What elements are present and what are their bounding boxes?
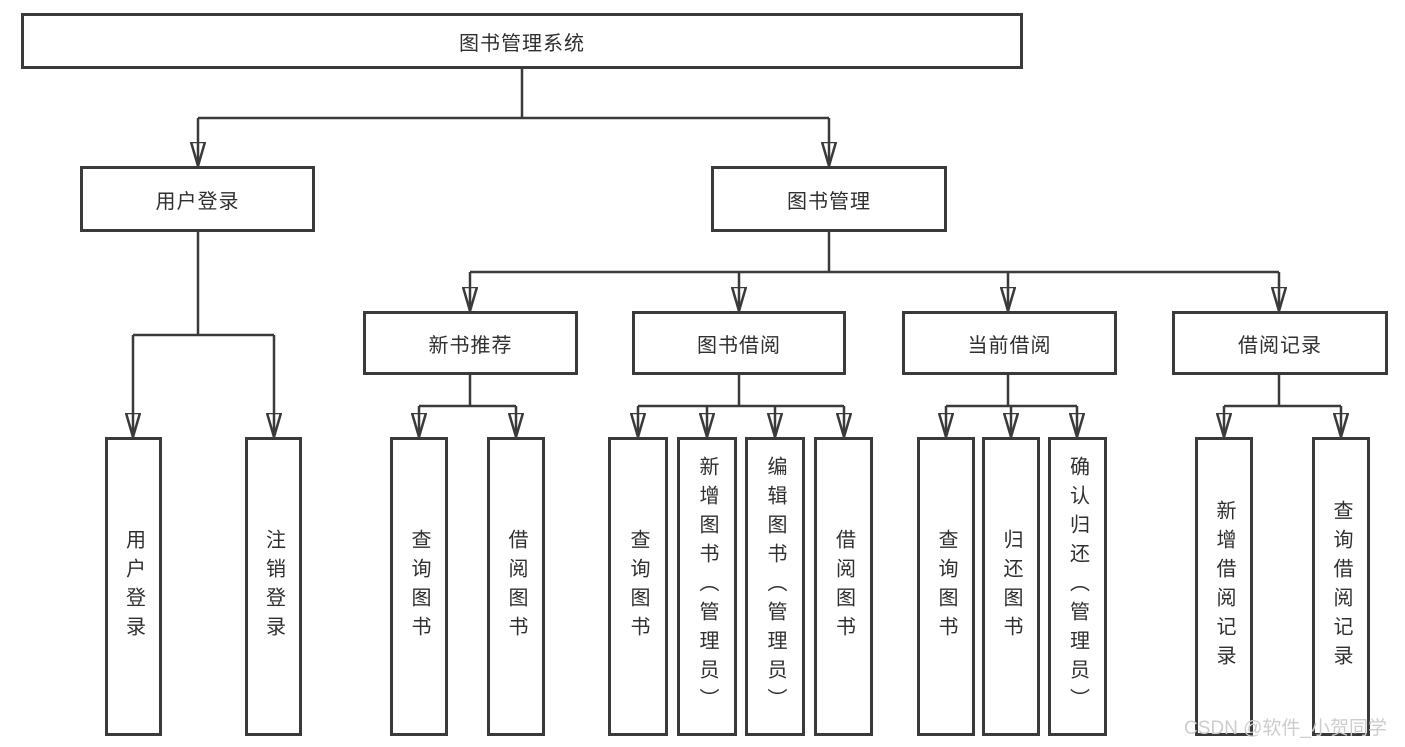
leaf-current-query-books: 查询图书 [917, 437, 975, 736]
leaf-current-confirm-return-admin: 确认归还（管理员） [1048, 437, 1107, 736]
node-label: 新书推荐 [428, 334, 513, 357]
node-label: 当前借阅 [967, 334, 1052, 357]
node-label: 借阅记录 [1238, 334, 1322, 357]
leaf-user-login: 用户登录 [105, 437, 162, 736]
leaf-current-return-books: 归还图书 [982, 437, 1040, 736]
node-label: 确认归还（管理员） [1066, 456, 1089, 717]
node-label: 查询图书 [627, 528, 649, 645]
node-label: 注销登录 [262, 528, 285, 645]
csdn-watermark: CSDN @软件_小贺同学 [1184, 718, 1387, 739]
node-label: 用户登录 [122, 528, 145, 645]
node-label: 新增借阅记录 [1213, 499, 1235, 674]
leaf-recommend-query-books: 查询图书 [390, 437, 448, 736]
node-user-login: 用户登录 [80, 166, 315, 232]
leaf-records-add-record: 新增借阅记录 [1195, 437, 1253, 736]
node-label: 编辑图书（管理员） [764, 456, 786, 717]
node-label: 用户登录 [155, 190, 240, 213]
node-label: 查询图书 [408, 528, 430, 645]
leaf-logout: 注销登录 [245, 437, 302, 736]
node-current-borrow: 当前借阅 [902, 311, 1117, 375]
node-label: 归还图书 [1000, 528, 1022, 645]
node-new-book-recommend: 新书推荐 [363, 311, 578, 375]
node-label: 图书借阅 [697, 334, 781, 357]
leaf-borrow-borrow-books: 借阅图书 [814, 437, 873, 736]
node-book-management: 图书管理 [711, 166, 947, 232]
node-label: 新增图书（管理员） [696, 456, 718, 717]
node-label: 图书管理系统 [459, 32, 585, 55]
node-label: 图书管理 [787, 190, 871, 213]
node-label: 查询图书 [935, 528, 957, 645]
leaf-borrow-edit-books-admin: 编辑图书（管理员） [745, 437, 805, 736]
node-label: 借阅图书 [832, 528, 855, 645]
node-root-system: 图书管理系统 [21, 13, 1023, 69]
leaf-borrow-query-books: 查询图书 [608, 437, 668, 736]
node-label: 查询借阅记录 [1330, 499, 1352, 674]
leaf-borrow-add-books-admin: 新增图书（管理员） [677, 437, 737, 736]
leaf-recommend-borrow-books: 借阅图书 [487, 437, 545, 736]
node-borrow-records: 借阅记录 [1172, 311, 1388, 375]
node-book-borrow: 图书借阅 [632, 311, 846, 375]
leaf-records-query-record: 查询借阅记录 [1312, 437, 1370, 736]
node-label: 借阅图书 [505, 528, 527, 645]
